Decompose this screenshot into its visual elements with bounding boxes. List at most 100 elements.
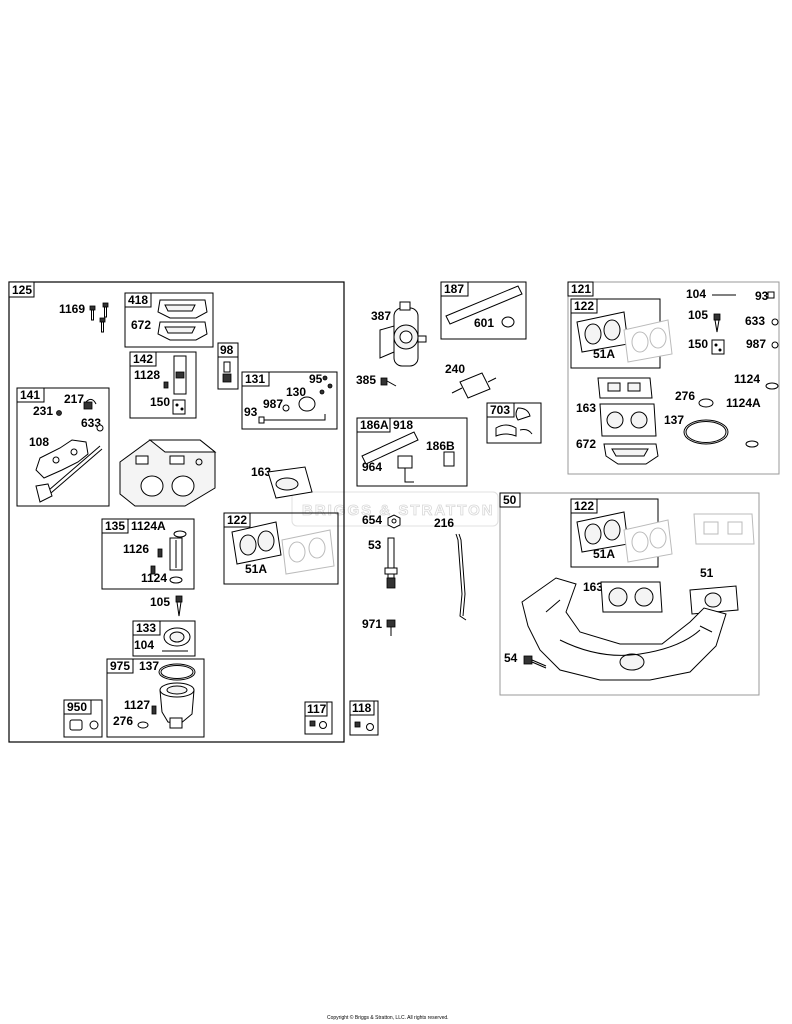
svg-text:1124A: 1124A [726, 396, 761, 410]
svg-text:987: 987 [263, 397, 283, 411]
needle-105-part [175, 595, 183, 617]
svg-text:601: 601 [474, 316, 494, 330]
group-187: 187 601 [440, 281, 527, 340]
svg-text:142: 142 [133, 352, 153, 366]
fuel-pump-387: 387 [371, 301, 427, 367]
svg-text:1124: 1124 [734, 372, 760, 386]
svg-text:1169: 1169 [59, 302, 85, 316]
svg-text:703: 703 [490, 403, 510, 417]
svg-text:122: 122 [574, 499, 594, 513]
gasket-672-part [157, 299, 208, 341]
group-121: 121 122 51A 104 93 105 633 150 987 1124 … [567, 281, 780, 475]
bowl-135-part [150, 530, 187, 584]
svg-text:1124A: 1124A [131, 519, 166, 533]
group-703: 703 [486, 402, 542, 444]
svg-text:276: 276 [675, 389, 695, 403]
screw-971: 971 [362, 617, 396, 636]
svg-text:633: 633 [81, 416, 101, 430]
svg-text:187: 187 [444, 282, 464, 296]
svg-text:53: 53 [368, 538, 382, 552]
svg-text:950: 950 [67, 700, 87, 714]
exhaust-manifold-part [521, 577, 727, 681]
svg-text:672: 672 [131, 318, 151, 332]
fuel-bowl-975-part [137, 663, 196, 729]
svg-text:117: 117 [307, 702, 327, 716]
svg-text:186A: 186A [360, 418, 389, 432]
svg-text:104: 104 [686, 287, 706, 301]
group-125: 125 1169 418 672 142 1128 150 [8, 281, 345, 743]
gasket-163-part [267, 466, 313, 499]
svg-text:131: 131 [245, 372, 265, 386]
svg-text:135: 135 [105, 519, 125, 533]
svg-text:130: 130 [286, 385, 306, 399]
group-186A: 186A 918 186B 964 [356, 417, 468, 487]
svg-text:240: 240 [445, 362, 465, 376]
svg-text:975: 975 [110, 659, 130, 673]
rod-216: 216 [434, 516, 467, 621]
svg-text:122: 122 [574, 299, 594, 313]
svg-text:133: 133 [136, 621, 156, 635]
svg-text:51A: 51A [593, 347, 615, 361]
svg-text:141: 141 [20, 388, 40, 402]
carburetor-body-part [119, 439, 217, 507]
float-133-part [162, 627, 191, 652]
svg-text:987: 987 [746, 337, 766, 351]
svg-text:654: 654 [362, 513, 382, 527]
svg-text:137: 137 [139, 659, 159, 673]
svg-text:150: 150 [688, 337, 708, 351]
svg-text:121: 121 [571, 282, 591, 296]
svg-text:93: 93 [244, 405, 258, 419]
svg-text:105: 105 [688, 308, 708, 322]
svg-text:98: 98 [220, 343, 234, 357]
bolt-1169-part [89, 302, 109, 333]
svg-text:118: 118 [352, 701, 372, 715]
stud-53: 53 [368, 537, 398, 589]
svg-text:54: 54 [504, 651, 518, 665]
svg-text:125: 125 [12, 283, 32, 297]
svg-text:163: 163 [583, 580, 603, 594]
choke-131-part [258, 375, 333, 424]
svg-text:1127: 1127 [124, 698, 150, 712]
svg-text:418: 418 [128, 293, 148, 307]
svg-text:BRIGGS & STRATTON: BRIGGS & STRATTON [302, 502, 495, 519]
svg-text:150: 150 [150, 395, 170, 409]
svg-text:186B: 186B [426, 439, 455, 453]
svg-text:108: 108 [29, 435, 49, 449]
svg-text:276: 276 [113, 714, 133, 728]
primer-142-part [163, 355, 187, 415]
fuel-filter-240: 240 [445, 362, 497, 399]
svg-text:93: 93 [755, 289, 769, 303]
svg-text:385: 385 [356, 373, 376, 387]
copyright-text: Copyright © Briggs & Stratton, LLC. All … [327, 1014, 449, 1021]
svg-text:216: 216 [434, 516, 454, 530]
nut-654: 654 [362, 513, 401, 529]
svg-text:1128: 1128 [134, 368, 160, 382]
screw-950-part [69, 719, 99, 731]
svg-text:1124: 1124 [141, 571, 167, 585]
svg-text:231: 231 [33, 404, 53, 418]
kit-117-part [309, 720, 327, 729]
spring-98-part [222, 361, 232, 383]
svg-text:672: 672 [576, 437, 596, 451]
svg-text:51A: 51A [593, 547, 615, 561]
svg-text:633: 633 [745, 314, 765, 328]
gasket-51A-part [231, 521, 335, 575]
svg-text:217: 217 [64, 392, 84, 406]
svg-text:387: 387 [371, 309, 391, 323]
svg-text:137: 137 [664, 413, 684, 427]
svg-text:51: 51 [700, 566, 714, 580]
svg-text:163: 163 [576, 401, 596, 415]
svg-text:1126: 1126 [123, 542, 149, 556]
svg-text:122: 122 [227, 513, 247, 527]
svg-text:95: 95 [309, 372, 323, 386]
group-118: 118 [349, 700, 379, 736]
svg-text:163: 163 [251, 465, 271, 479]
screw-385: 385 [356, 373, 397, 387]
svg-text:104: 104 [134, 638, 154, 652]
throttle-141-part [35, 398, 104, 503]
svg-text:51A: 51A [245, 562, 267, 576]
svg-text:918: 918 [393, 418, 413, 432]
svg-text:971: 971 [362, 617, 382, 631]
group-50: 50 122 51A 163 51 54 [499, 492, 760, 696]
